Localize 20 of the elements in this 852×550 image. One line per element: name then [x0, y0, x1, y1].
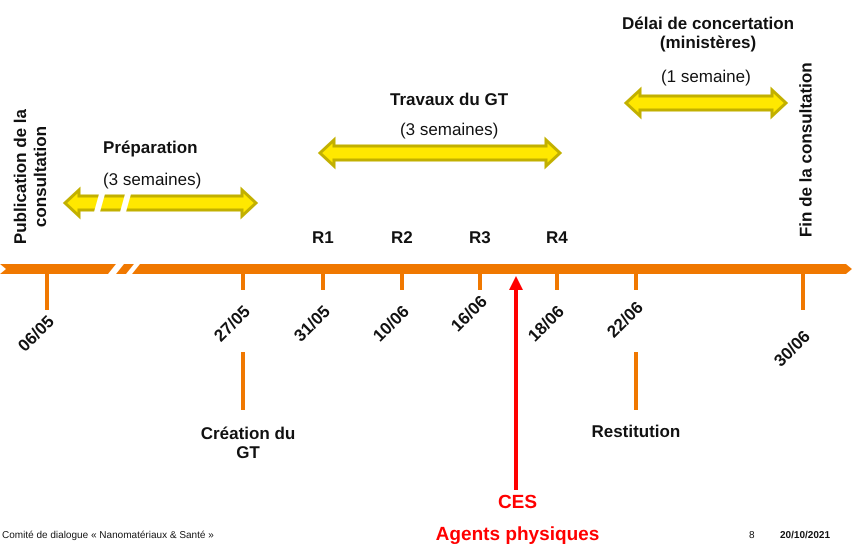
phase-title: Travaux du GT [390, 90, 508, 110]
event-label: Restitution [592, 422, 680, 442]
page-number: 8 [749, 530, 755, 542]
duration-label: (3 semaines) [400, 120, 498, 140]
milestone-label: Publication de la consultation [10, 108, 50, 246]
duration-label: (3 semaines) [103, 170, 202, 190]
milestone-label: Fin de la consultation [796, 62, 816, 238]
event-label: Agents physiques [434, 524, 600, 546]
meeting-label: R4 [546, 228, 568, 248]
duration-label: (1 semaine) [661, 67, 751, 87]
phase-title: Délai de concertation (ministères) [621, 14, 795, 53]
event-label: Création du GT [200, 424, 296, 463]
meeting-label: R2 [391, 228, 413, 248]
footer-date: 20/10/2021 [780, 530, 830, 542]
event-label: CES [496, 492, 538, 514]
meeting-label: R3 [469, 228, 491, 248]
phase-title: Préparation [103, 138, 198, 158]
arrow [509, 276, 523, 490]
footer-text: Comité de dialogue « Nanomatériaux & Santé » [2, 530, 214, 542]
meeting-label: R1 [312, 228, 334, 248]
